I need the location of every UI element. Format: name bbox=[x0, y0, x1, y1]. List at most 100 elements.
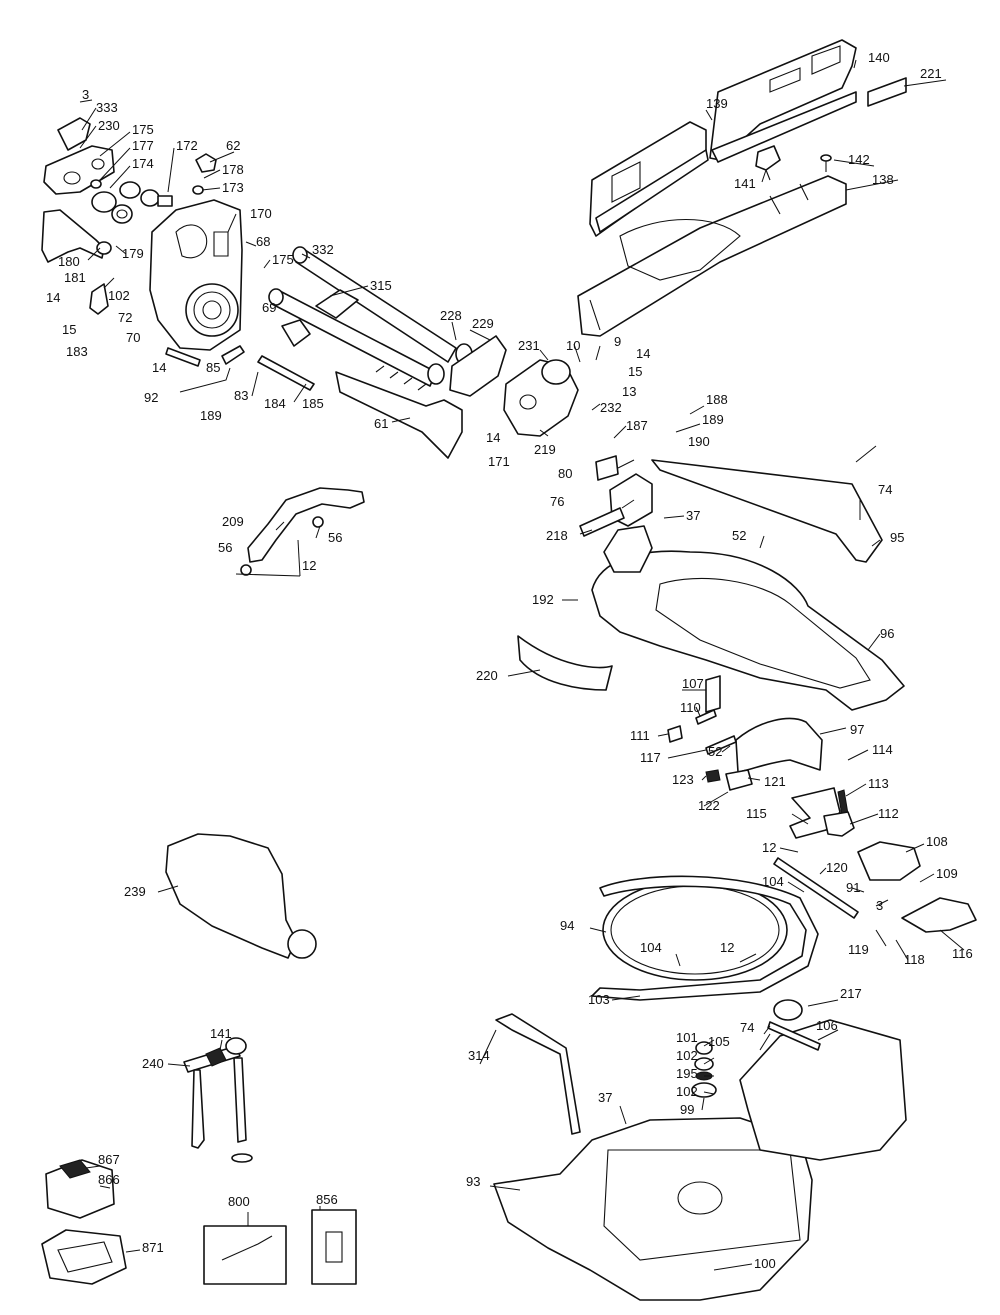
callout-80: 80 bbox=[558, 466, 572, 481]
callout-83: 83 bbox=[234, 388, 248, 403]
callout-183: 183 bbox=[66, 344, 88, 359]
callout-12: 12 bbox=[302, 558, 316, 573]
callout-96: 96 bbox=[880, 626, 894, 641]
callout-14c2: 14 bbox=[486, 430, 500, 445]
part-ring-94 bbox=[602, 879, 788, 981]
part-trunnion-231 bbox=[503, 359, 579, 437]
callout-69: 69 bbox=[262, 300, 276, 315]
callout-218: 218 bbox=[546, 528, 568, 543]
part-fence-95 bbox=[651, 459, 883, 563]
part-85 bbox=[165, 347, 201, 367]
callout-867: 867 bbox=[98, 1152, 120, 1167]
callout-85: 85 bbox=[206, 360, 220, 375]
part-fence-139 bbox=[589, 121, 709, 237]
part-dustbag-239 bbox=[165, 833, 317, 959]
callout-103: 103 bbox=[588, 992, 610, 1007]
part-106 bbox=[767, 1021, 821, 1051]
callout-141: 141 bbox=[734, 176, 756, 191]
part-110 bbox=[695, 709, 717, 725]
callout-314: 314 bbox=[468, 1048, 490, 1063]
callout-240: 240 bbox=[142, 1056, 164, 1071]
callout-866: 866 bbox=[98, 1172, 120, 1187]
callout-56: 56 bbox=[218, 540, 232, 555]
callout-37b: 37 bbox=[598, 1090, 612, 1105]
callout-172: 172 bbox=[176, 138, 198, 153]
part-box-800 bbox=[203, 1225, 287, 1285]
leader-lines bbox=[79, 59, 965, 1271]
part-184 bbox=[257, 355, 315, 391]
callout-231: 231 bbox=[518, 338, 540, 353]
part-69 bbox=[281, 319, 311, 347]
callout-100: 100 bbox=[754, 1256, 776, 1271]
part-plate-220 bbox=[517, 635, 613, 691]
part-arm-180 bbox=[41, 209, 112, 263]
callout-14: 14 bbox=[46, 290, 60, 305]
callout-116: 116 bbox=[952, 946, 973, 961]
part-112 bbox=[823, 811, 855, 837]
callout-229: 229 bbox=[472, 316, 494, 331]
part-120 bbox=[773, 857, 859, 919]
callout-170: 170 bbox=[250, 206, 272, 221]
part-label-221 bbox=[867, 77, 907, 107]
callout-68: 68 bbox=[256, 234, 270, 249]
callout-12c: 12 bbox=[720, 940, 734, 955]
part-charger-871 bbox=[41, 1229, 127, 1285]
callout-112: 112 bbox=[878, 806, 899, 821]
callout-184: 184 bbox=[264, 396, 286, 411]
part-116 bbox=[901, 897, 977, 933]
callout-220: 220 bbox=[476, 668, 498, 683]
part-111 bbox=[667, 725, 683, 743]
callout-104: 104 bbox=[762, 874, 784, 889]
callout-119: 119 bbox=[848, 942, 869, 957]
part-plate-229 bbox=[449, 335, 507, 397]
callout-115: 115 bbox=[746, 806, 767, 821]
callout-111: 111 bbox=[630, 728, 650, 743]
callout-217: 217 bbox=[840, 986, 862, 1001]
callout-232: 232 bbox=[600, 400, 622, 415]
callout-118: 118 bbox=[904, 952, 925, 967]
callout-209: 209 bbox=[222, 514, 244, 529]
part-80 bbox=[595, 455, 619, 481]
callout-37: 37 bbox=[686, 508, 700, 523]
callout-102c: 102 bbox=[676, 1084, 698, 1099]
callout-188: 188 bbox=[706, 392, 728, 407]
callout-187: 187 bbox=[626, 418, 648, 433]
callout-107: 107 bbox=[682, 676, 704, 691]
part-knob-141 bbox=[755, 145, 781, 181]
callout-228: 228 bbox=[440, 308, 462, 323]
callout-9: 9 bbox=[614, 334, 621, 349]
callout-123: 123 bbox=[672, 772, 694, 787]
part-123 bbox=[705, 769, 721, 783]
callout-76: 76 bbox=[550, 494, 564, 509]
callout-91: 91 bbox=[846, 880, 860, 895]
callout-106: 106 bbox=[816, 1018, 838, 1033]
callout-3b: 3 bbox=[876, 898, 883, 913]
part-bracket-209 bbox=[240, 487, 365, 576]
part-fence-138 bbox=[577, 175, 847, 337]
callout-138: 138 bbox=[872, 172, 894, 187]
callout-52b: 52 bbox=[708, 744, 722, 759]
part-117 bbox=[705, 735, 737, 755]
part-base-93 bbox=[493, 1019, 907, 1301]
callout-230: 230 bbox=[98, 118, 120, 133]
callout-92: 92 bbox=[144, 390, 158, 405]
callout-94: 94 bbox=[560, 918, 574, 933]
callout-333: 333 bbox=[96, 100, 118, 115]
callout-102b: 102 bbox=[676, 1048, 698, 1063]
callout-12b: 12 bbox=[762, 840, 776, 855]
callout-871: 871 bbox=[142, 1240, 164, 1255]
part-battery-866 bbox=[45, 1159, 115, 1219]
callout-175b: 175 bbox=[272, 252, 294, 267]
callout-104b: 104 bbox=[640, 940, 662, 955]
callout-3: 3 bbox=[82, 87, 89, 102]
callout-178: 178 bbox=[222, 162, 244, 177]
callout-102: 102 bbox=[108, 288, 130, 303]
callout-52: 52 bbox=[732, 528, 746, 543]
part-83 bbox=[221, 345, 245, 365]
callout-175: 175 bbox=[132, 122, 154, 137]
callout-122: 122 bbox=[698, 798, 720, 813]
callout-173: 173 bbox=[222, 180, 244, 195]
callout-14b: 14 bbox=[636, 346, 650, 361]
callout-189b: 189 bbox=[702, 412, 724, 427]
